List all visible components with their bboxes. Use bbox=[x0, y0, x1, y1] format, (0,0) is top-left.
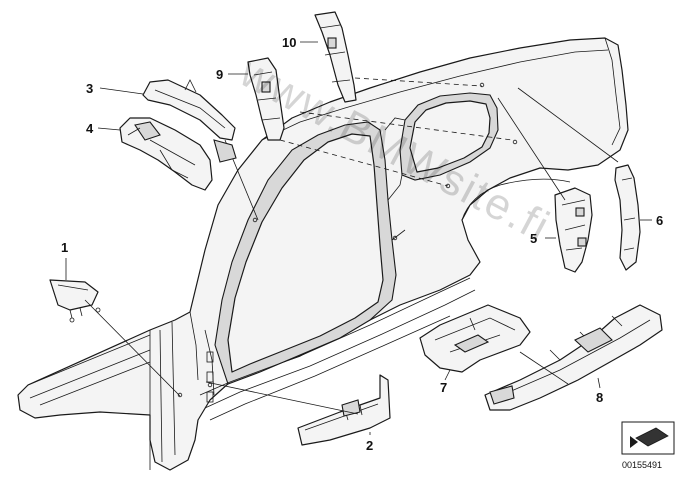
callout-4: 4 bbox=[86, 121, 94, 136]
callouts: 1 2 3 4 5 6 7 8 9 10 bbox=[61, 35, 663, 453]
callout-8: 8 bbox=[596, 390, 603, 405]
callout-6: 6 bbox=[656, 213, 663, 228]
arrow-icon bbox=[630, 436, 638, 448]
part-8-sill-plate bbox=[484, 304, 663, 411]
callout-2: 2 bbox=[366, 438, 373, 453]
callout-1: 1 bbox=[61, 240, 68, 255]
callout-7: 7 bbox=[440, 380, 447, 395]
part-5-bracket bbox=[497, 97, 593, 273]
part-1-gusset bbox=[49, 258, 181, 397]
part-silhouette-icon bbox=[635, 427, 669, 447]
part-7-floor-plate bbox=[419, 304, 531, 381]
document-number: 00155491 bbox=[622, 460, 662, 470]
part-4-bracket bbox=[97, 117, 237, 191]
side-frame bbox=[17, 37, 629, 471]
part-6-pillar bbox=[517, 87, 652, 271]
callout-10: 10 bbox=[282, 35, 296, 50]
callout-3: 3 bbox=[86, 81, 93, 96]
doc-logo-box bbox=[621, 421, 675, 455]
callout-5: 5 bbox=[530, 231, 537, 246]
callout-9: 9 bbox=[216, 67, 223, 82]
part-9-brace bbox=[228, 57, 285, 141]
part-10-brace bbox=[300, 11, 357, 103]
reference-lines bbox=[279, 77, 513, 187]
part-2-sill-bracket bbox=[205, 374, 391, 446]
